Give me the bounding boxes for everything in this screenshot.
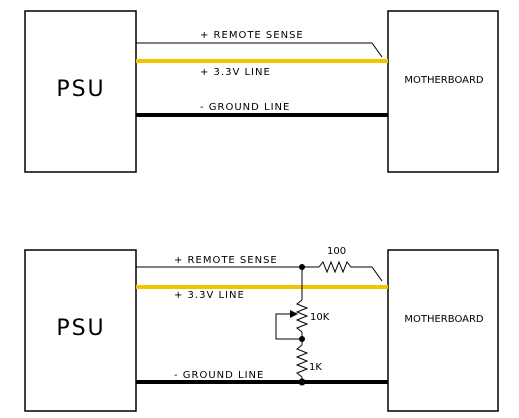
bottom-motherboard-label: MOTHERBOARD xyxy=(404,314,484,325)
top-33v-label: + 3.3V LINE xyxy=(200,67,271,78)
top-diagram: PSU MOTHERBOARD + REMOTE SENSE + 3.3V LI… xyxy=(24,10,499,173)
top-remote-sense-wire xyxy=(136,42,383,58)
top-motherboard-label: MOTHERBOARD xyxy=(404,75,484,86)
bottom-1k-resistor xyxy=(295,344,309,378)
bottom-pot-wiper-arrow xyxy=(290,310,298,318)
top-remote-sense-label: + REMOTE SENSE xyxy=(200,30,304,41)
top-psu-label: PSU xyxy=(56,77,105,102)
bottom-series-resistor-label: 100 xyxy=(327,246,346,257)
bottom-diagram: PSU MOTHERBOARD + REMOTE SENSE 100 + 3.3… xyxy=(24,246,499,412)
bottom-psu-label: PSU xyxy=(56,316,105,341)
bottom-psu-box xyxy=(24,249,137,412)
bottom-series-resistor xyxy=(318,260,383,282)
bottom-pot-resistor-label: 10K xyxy=(310,312,330,323)
top-ground-label: - GROUND LINE xyxy=(200,102,290,113)
top-motherboard-box xyxy=(387,10,499,173)
bottom-remote-sense-label: + REMOTE SENSE xyxy=(174,255,278,266)
bottom-motherboard-box xyxy=(387,249,499,412)
bottom-junction-mid xyxy=(299,336,305,342)
top-psu-box xyxy=(24,10,137,173)
bottom-33v-label: + 3.3V LINE xyxy=(174,290,245,301)
bottom-junction-ground xyxy=(298,378,306,386)
bottom-1k-resistor-label: 1K xyxy=(309,362,322,373)
bottom-ground-label: - GROUND LINE xyxy=(174,370,264,381)
bottom-pot-wiper xyxy=(275,313,302,340)
bottom-pot-resistor xyxy=(295,299,309,333)
